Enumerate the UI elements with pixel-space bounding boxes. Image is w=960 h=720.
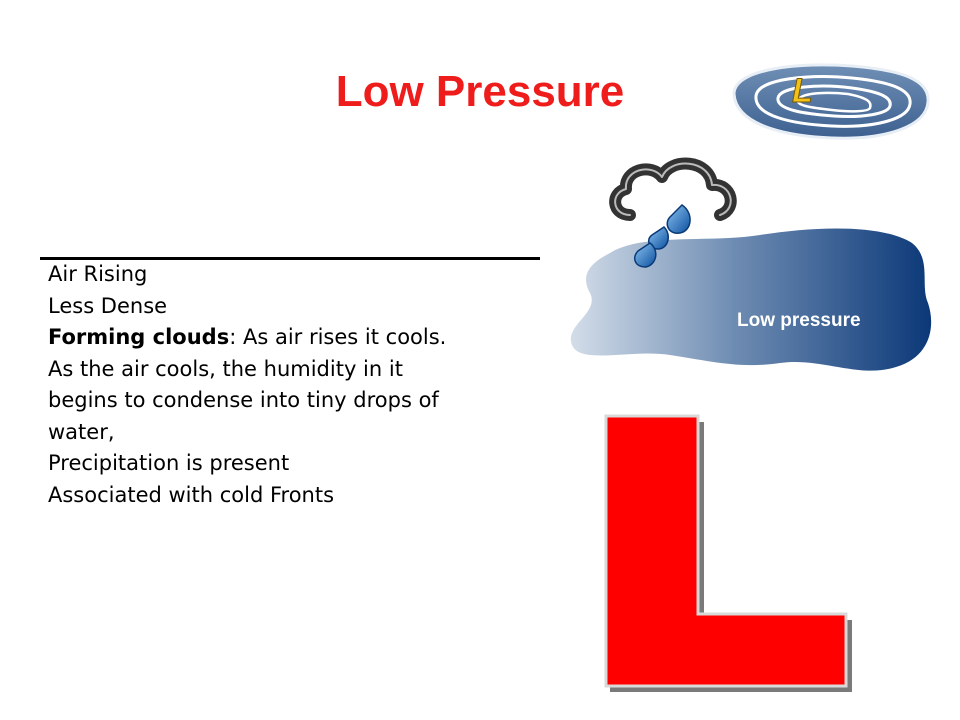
pressure-label: Low pressure <box>737 310 861 331</box>
big-letter-l <box>604 414 852 692</box>
bullet-line-water: water, <box>48 419 115 444</box>
bullet-list: Air Rising Less Dense Forming clouds: As… <box>48 259 548 511</box>
bullet-line-condense: begins to condense into tiny drops of <box>48 388 439 412</box>
bullet-forming-clouds: Forming clouds: As air rises it cools. <box>48 322 548 354</box>
bullet-precipitation: Precipitation is present <box>48 451 290 475</box>
map-icon-letter: L <box>792 72 813 110</box>
divider-line <box>40 257 540 260</box>
slide-title: Low Pressure <box>335 67 625 116</box>
forming-clouds-term: Forming clouds <box>48 325 230 349</box>
low-pressure-graphic <box>570 157 932 371</box>
bullet-cold-fronts: Associated with cold Fronts <box>48 482 335 507</box>
low-pressure-puddle <box>570 228 932 371</box>
bullet-less-dense: Less Dense <box>48 293 168 318</box>
isobar-map-icon: L <box>732 63 930 140</box>
bullet-air-rising: Air Rising <box>48 262 148 286</box>
rain-cloud-icon <box>609 157 737 268</box>
forming-clouds-text: : As air rises it cools. <box>229 325 447 349</box>
bullet-line-humidity: As the air cools, the humidity in it <box>48 356 403 381</box>
